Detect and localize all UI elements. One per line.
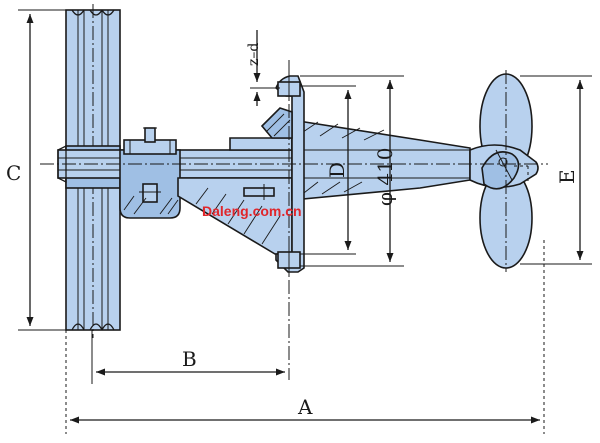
label-phi-410: φ 410 — [373, 147, 397, 206]
dimension-d: D — [300, 85, 356, 255]
dimension-e: E — [520, 75, 592, 265]
propeller — [469, 73, 539, 269]
conical-housing — [177, 119, 471, 255]
dimension-z-d: z–d — [246, 30, 280, 106]
bearing-block — [119, 127, 181, 219]
label-z-d: z–d — [246, 43, 262, 66]
dimension-b: B — [91, 330, 285, 384]
center-lines — [40, 60, 548, 380]
label-b: B — [182, 347, 197, 371]
label-d: D — [325, 162, 349, 178]
label-a: A — [297, 395, 313, 419]
dimension-c: C — [6, 9, 66, 331]
dimension-a: A — [65, 240, 545, 434]
label-e: E — [555, 169, 579, 184]
watermark-text: Daleng.com.cn — [202, 203, 302, 219]
label-c: C — [6, 161, 21, 185]
dimension-phi-410: φ 410 — [300, 75, 404, 267]
